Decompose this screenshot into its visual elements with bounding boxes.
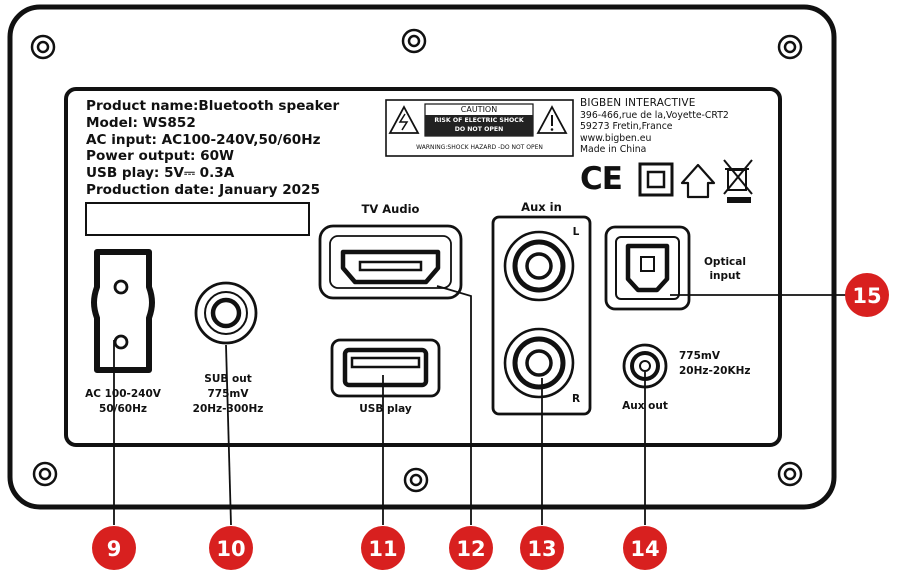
screw-top-center [401,28,427,54]
aux-in-label: Aux in [521,200,562,214]
manufacturer-origin: Made in China [580,144,647,155]
aux-out-label: Aux out [622,400,668,412]
svg-text:15: 15 [852,284,881,308]
screw-bottom-left [32,461,58,487]
aux-in-l-label: L [572,226,580,238]
ce-mark: CE [580,161,623,197]
ac-inlet-label-line-1: AC 100-240V [85,388,161,400]
caution-sticker [385,99,574,157]
manufacturer-name: BIGBEN INTERACTIVE [580,97,696,109]
aux-in-right-jack [503,327,575,399]
manufacturer-block: BIGBEN INTERACTIVE 396-466,rue de la,Voy… [580,97,729,156]
ac-power-inlet [91,249,155,373]
screw-top-right [777,34,803,60]
model-line: Model: WS852 [86,114,196,131]
caution-line-2: DO NOT OPEN [454,126,504,133]
manufacturer-address-1: 396-466,rue de la,Voyette-CRT2 [580,109,729,121]
production-date-line: Production date: January 2025 [86,181,321,198]
aux-in-r-label: R [571,393,581,405]
svg-text:11: 11 [368,537,397,561]
weee-bin-icon [723,159,753,203]
caution-title: CAUTION [460,105,498,114]
product-name-line: Product name:Bluetooth speaker [86,98,340,114]
manufacturer-website: www.bigben.eu [580,132,652,144]
screw-bottom-center [403,467,429,493]
screw-bottom-right [777,461,803,487]
callout-badges: 9 10 11 12 13 14 15 [92,273,889,570]
power-output-line: Power output: 60W [86,148,235,165]
svg-text:13: 13 [527,537,556,561]
callout-badge-15: 15 [845,273,889,317]
optical-input-port [604,225,691,311]
callout-badge-11: 11 [361,526,405,570]
caution-footer: WARNING:SHOCK HAZARD -DO NOT OPEN [416,144,543,151]
leader-line-10 [225,344,232,526]
ac-inlet-label-line-2: 50/60Hz [99,403,147,415]
callout-badge-14: 14 [623,526,667,570]
usb-play-line: USB play: 5V⎓ 0.3A [86,165,235,182]
sub-out-jack [194,281,258,345]
callout-badge-9: 9 [92,526,136,570]
sub-out-frequency: 20Hz-300Hz [192,403,264,415]
manufacturer-address-2: 59273 Fretin,France [580,121,673,132]
blank-label-box [85,202,310,236]
aux-in-left-jack [503,230,575,302]
sub-out-voltage: 775mV [207,388,249,400]
aux-in-rca-group [491,215,592,416]
usb-port [330,338,441,398]
svg-text:9: 9 [107,537,122,561]
aux-out-frequency: 20Hz-20KHz [679,365,751,377]
screw-top-left [30,34,56,60]
svg-text:14: 14 [630,537,659,561]
callout-badge-10: 10 [209,526,253,570]
product-info-block: Product name:Bluetooth speaker Model: WS… [86,98,339,199]
optical-label-line-2: input [709,270,741,282]
exclamation-warning-icon [536,105,568,134]
leader-line-12 [436,285,472,525]
svg-text:10: 10 [216,537,245,561]
sub-out-label: SUB out [204,373,252,385]
aux-out-voltage: 775mV [679,350,720,362]
usb-play-label: USB play [359,403,412,415]
hdmi-port [318,224,463,300]
callout-badge-12: 12 [449,526,493,570]
callout-badge-13: 13 [520,526,564,570]
double-insulation-icon [638,162,674,197]
indoor-use-house-icon [680,163,716,199]
svg-text:12: 12 [456,537,485,561]
optical-label-line-1: Optical [704,256,746,268]
caution-line-1: RISK OF ELECTRIC SHOCK [434,117,524,124]
ac-input-line: AC input: AC100-240V,50/60Hz [86,131,321,148]
shock-warning-icon [388,105,420,134]
tv-audio-label: TV Audio [361,202,420,216]
